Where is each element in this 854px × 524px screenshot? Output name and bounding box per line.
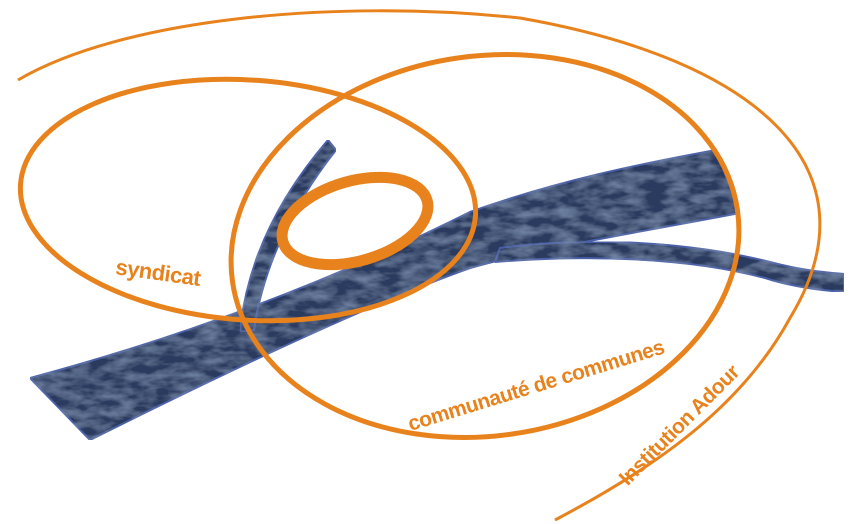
ring-institution-adour — [17, 9, 822, 522]
label-communaute-de-communes: communauté de communes — [405, 336, 667, 436]
ring-commune — [276, 171, 434, 271]
ring-syndicat — [17, 76, 479, 324]
label-institution-adour: Institution Adour — [615, 361, 745, 491]
river-main — [28, 148, 742, 442]
label-syndicat: syndicat — [114, 254, 203, 291]
river-tributary-right — [493, 240, 845, 294]
ring-communaute-de-communes — [228, 52, 742, 440]
label-commune: commune — [300, 195, 398, 245]
river-branch-left — [238, 138, 338, 334]
